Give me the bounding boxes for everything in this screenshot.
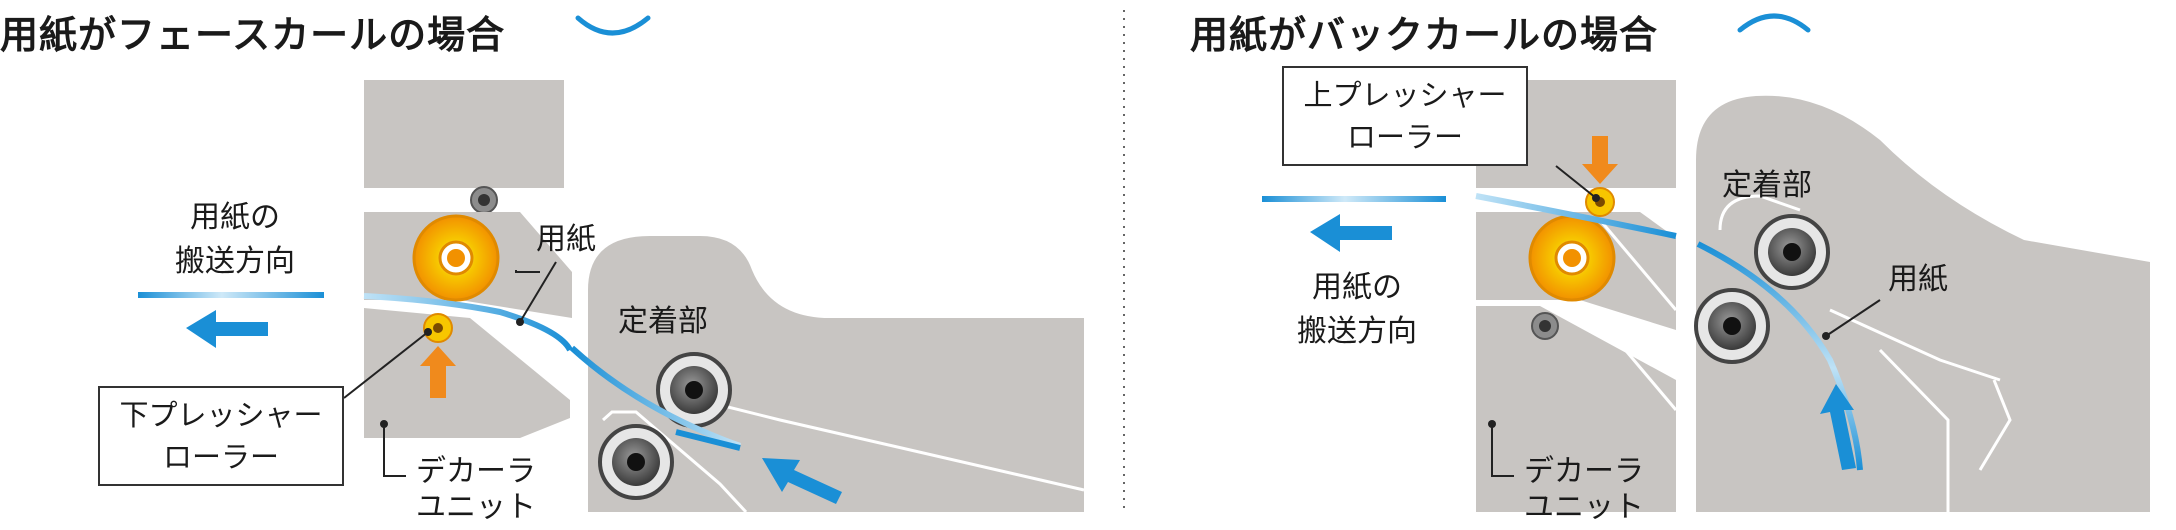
small-idle-roller [1531, 312, 1559, 340]
fuser-guide-line [1718, 194, 1801, 231]
paper-label-pointer [519, 261, 557, 323]
decurler-label-line1: デカーラ [1524, 454, 1644, 489]
paper-label: 用紙 [1888, 262, 1948, 297]
panel-back-curl [1262, 13, 2150, 512]
pressure-down-arrow-icon [1582, 136, 1618, 184]
roller-label-line2: ローラー [162, 440, 279, 474]
panel-title-face-curl: 用紙がフェースカールの場合 [0, 13, 506, 57]
decurler-label-line2: ユニット [1524, 490, 1644, 525]
small-idle-roller [470, 186, 498, 214]
roller-label-pointer [343, 331, 429, 399]
roller-label-line1: 上プレッシャー [1303, 78, 1507, 112]
direction-label-line1: 用紙の [1312, 270, 1402, 305]
fuser-label: 定着部 [618, 304, 708, 339]
fuser-guide-line-3 [1878, 348, 1950, 512]
decurler-lower-guide [1476, 306, 1676, 512]
decurler-lower-guide [364, 308, 570, 438]
lower-pressure-roller [423, 313, 453, 343]
fuser-feed-arrow-icon [1820, 384, 1856, 470]
roller-label-line2: ローラー [1346, 120, 1463, 154]
roller-label-pointer [1555, 165, 1597, 199]
fuser-label: 定着部 [1722, 168, 1812, 203]
roller-label-box: 下プレッシャー ローラー [98, 386, 344, 486]
decurler-label-pointer [1491, 424, 1514, 477]
fuser-roller-lower [1694, 288, 1770, 364]
yellow-decurler-roller [1528, 214, 1616, 302]
roller-label-line1: 下プレッシャー [119, 398, 323, 432]
fuser-guide-line-2 [1829, 308, 2001, 382]
yellow-decurler-roller [412, 214, 500, 302]
paper-sheet-lower [569, 345, 742, 449]
fuser-roller-upper [1754, 214, 1830, 290]
fuser-roller-upper [656, 352, 732, 428]
fuser-guide-line [602, 410, 748, 514]
panel-face-curl [138, 15, 1085, 514]
paper-leader-line [515, 270, 540, 273]
decurler-label-pointer [383, 424, 406, 477]
direction-label-line2: 搬送方向 [1297, 314, 1417, 349]
paper-direction-line [138, 292, 324, 298]
paper-sheet [1475, 193, 1677, 239]
decurler-guide-line [1598, 219, 1678, 311]
decurler-label-line2: ユニット [416, 490, 536, 525]
fuser-feed-arrow-icon [762, 458, 842, 504]
paper-direction-line [1262, 196, 1446, 202]
decurler-label-line1: デカーラ [416, 454, 536, 489]
paper-sheet-fuser [675, 429, 741, 451]
fuser-roller-lower [598, 424, 674, 500]
direction-label-line2: 搬送方向 [175, 244, 295, 279]
fuser-guide-line-4 [1978, 379, 2012, 471]
paper-label-pointer [1825, 299, 1881, 337]
panel-title-back-curl: 用紙がバックカールの場合 [1190, 13, 1659, 57]
fuser-housing [1696, 95, 2150, 512]
upper-housing [364, 80, 564, 188]
paper-sheet [363, 293, 573, 352]
direction-label-line1: 用紙の [190, 200, 280, 235]
roller-label-box: 上プレッシャー ローラー [1282, 66, 1528, 166]
paper-label: 用紙 [536, 222, 596, 257]
pressure-up-arrow-icon [420, 346, 456, 398]
decurler-guide-line-2 [1598, 319, 1678, 411]
face-curl-arc-icon [575, 15, 651, 36]
back-curl-arc-icon [1737, 13, 1811, 33]
transport-left-arrow-icon [1310, 214, 1392, 252]
paper-sheet-fuser [1696, 241, 1863, 471]
transport-left-arrow-icon [186, 310, 268, 348]
